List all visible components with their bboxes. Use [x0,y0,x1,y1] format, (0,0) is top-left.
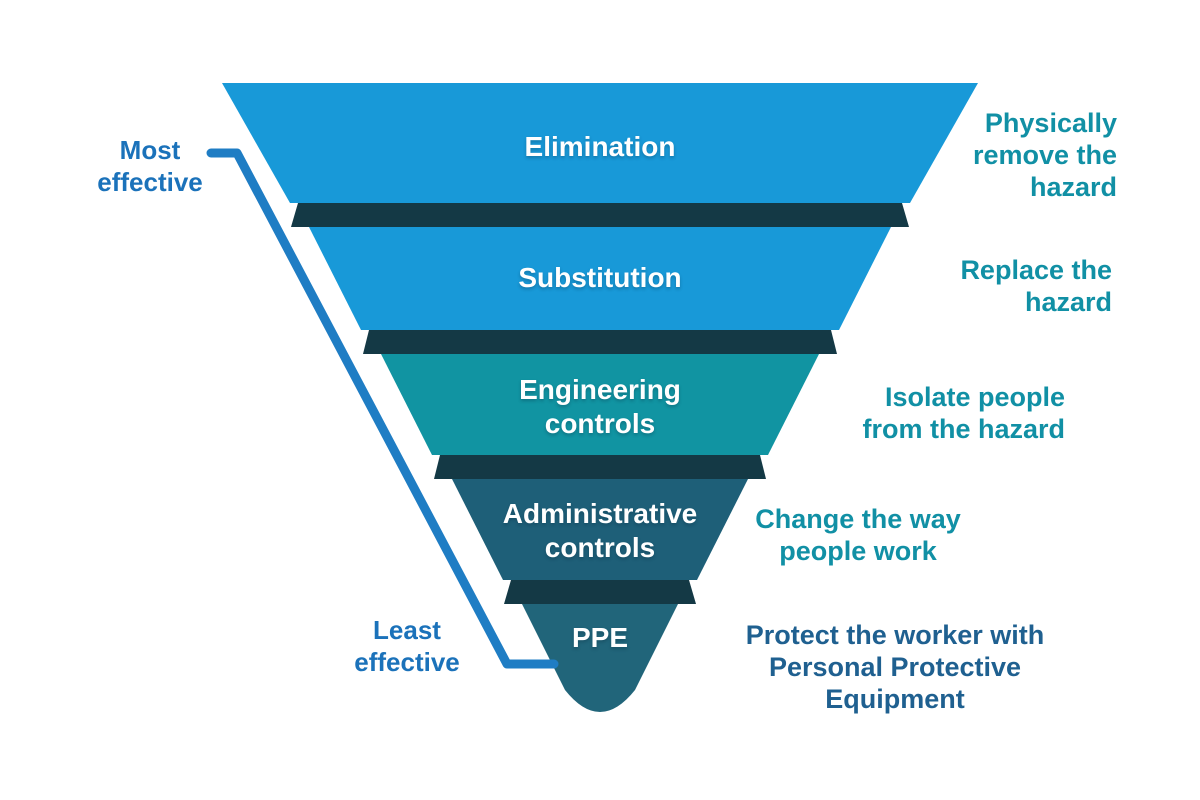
separator-1 [291,203,909,227]
level-shape-engineering-controls [381,354,819,455]
least-effective-label: Least effective [354,615,460,677]
annotation-engineering-controls: Isolate people from the hazard [862,382,1065,444]
level-shape-elimination [222,83,978,203]
level-shape-substitution [309,227,891,330]
separator-4 [504,580,696,604]
separator-2 [363,330,837,354]
level-label-ppe: PPE [571,622,629,653]
separator-3 [434,455,766,479]
most-effective-label: Most effective [97,135,203,197]
annotation-substitution: Replace the hazard [960,255,1112,317]
level-shape-ppe [522,604,678,712]
level-shape-administrative-controls [452,479,748,580]
effectiveness-scale-line [206,148,559,669]
annotation-elimination: Physically remove the hazard [972,108,1117,202]
level-label-substitution: Substitution [518,262,682,293]
level-label-engineering-controls: Engineering controls [519,374,681,439]
level-label-administrative-controls: Administrative controls [502,498,698,563]
annotation-ppe: Protect the worker with Personal Protect… [745,620,1045,714]
level-label-elimination: Elimination [524,131,676,162]
annotation-administrative-controls: Change the way people work [755,504,961,566]
